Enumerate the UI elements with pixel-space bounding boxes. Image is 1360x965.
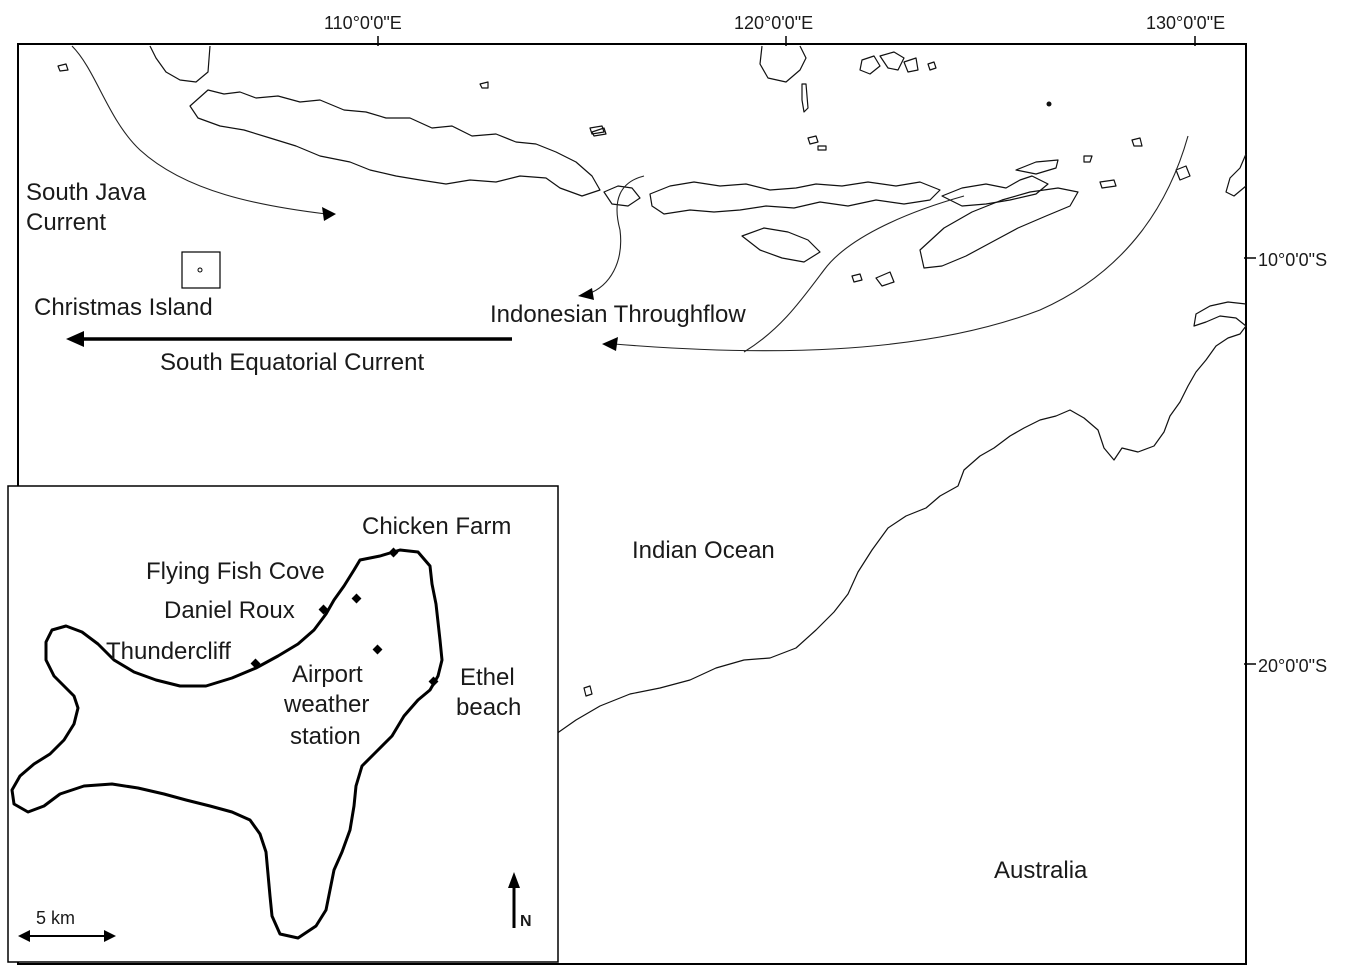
islet [1175,165,1191,181]
thundercliff-marker [250,658,261,669]
lombok-strait-arrowhead [578,288,594,300]
flying-fish-cove-label: Flying Fish Cove [146,558,325,585]
ethel-beach-label-2: beach [456,694,521,721]
islet [1131,137,1143,147]
airport-weather-station-label-3: station [290,723,361,750]
airport-weather-station-label-1: Airport [292,661,363,688]
thundercliff-label: Thundercliff [106,638,231,665]
throughflow-arrowhead [602,337,618,351]
australia-coastline [555,301,1247,735]
north-arrow-label: N [520,913,532,930]
buton-coastline [859,55,881,75]
islet [801,83,809,113]
south-java-current-label-2: Current [26,209,106,236]
north-arrow-icon: N [508,872,532,930]
ethel-beach-marker [428,676,439,687]
indonesian-throughflow-line [613,135,1189,352]
rote-coastline [875,271,895,287]
islet [479,81,489,89]
islet [927,61,937,71]
timor-coastline [919,187,1079,269]
south-equatorial-current-arrowhead [66,331,84,347]
daniel-roux-marker [318,604,329,615]
wetar-coastline [1015,159,1059,175]
south-java-current-label: South Java [26,179,147,206]
flying-fish-cove-marker [351,593,362,604]
christmas-island-label: Christmas Island [34,294,213,321]
timor-passage-current-line [743,195,965,353]
madura-coastline [591,127,607,137]
lombok-strait-current-line [587,175,645,295]
airport-weather-station-label-2: weather [283,691,369,718]
daniel-roux-label: Daniel Roux [164,597,295,624]
indonesian-throughflow-label: Indonesian Throughflow [490,301,746,328]
islet [589,125,605,135]
sumba-coastline [741,227,821,263]
indian-ocean-label: Indian Ocean [632,537,775,564]
christmas-island-locator-box [181,251,221,289]
islet [851,273,863,283]
south-java-current-line [71,45,327,215]
flores-coastline [941,175,1049,207]
south-equatorial-current-label: South Equatorial Current [160,349,424,376]
islet [1099,179,1117,189]
longitude-label-110: 110°0'0"E [324,13,402,33]
longitude-label-130: 130°0'0"E [1146,13,1225,33]
bali-coastline [603,185,641,207]
scale-bar-label: 5 km [36,908,75,928]
chicken-farm-marker [388,547,399,558]
latitude-label-20: 20°0'0"S [1258,656,1327,676]
ethel-beach-label-1: Ethel [460,664,515,691]
islet-group [879,51,919,73]
australia-label: Australia [994,857,1088,884]
sulawesi-south-coastline [759,45,807,83]
islet [583,685,593,697]
longitude-label-120: 120°0'0"E [734,13,813,33]
right-edge-island-coastline [1225,153,1247,197]
latitude-label-10: 10°0'0"S [1258,250,1327,270]
islet [817,145,827,151]
islet [57,63,69,72]
christmas-island-coastline [10,548,444,940]
sumatra-coastline [149,45,211,83]
lombok-sumbawa-coastline [649,181,941,215]
christmas-island-inset: Chicken Farm Flying Fish Cove Daniel Rou… [7,485,559,963]
islet [1046,101,1052,107]
south-java-current-arrowhead [322,207,336,221]
islet [807,135,819,145]
inset-frame [7,485,559,963]
chicken-farm-label: Chicken Farm [362,513,511,540]
scale-bar: 5 km [18,908,116,942]
airport-weather-station-marker [372,644,383,655]
islet [1083,155,1093,163]
christmas-island-marker [197,267,203,273]
graticule-ticks [377,36,1256,665]
java-coastline [189,89,601,197]
